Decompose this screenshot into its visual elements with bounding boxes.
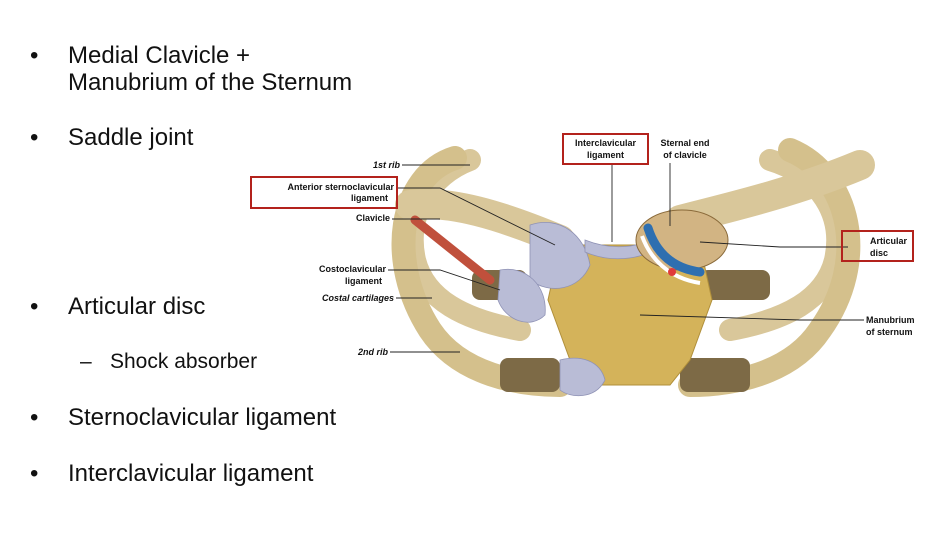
bullet-text: Articular disc [68,293,206,320]
bullet-marker: • [30,124,39,151]
label-anterior-scl-line1: Anterior sternoclavicular [287,182,394,192]
subclavius-muscle [410,215,495,285]
bullet-saddle-joint: • Saddle joint [30,124,194,151]
bullet-sternoclavicular-ligament: • Sternoclavicular ligament [30,404,337,431]
bullet-marker: • [30,460,39,487]
ligaments [497,222,666,397]
label-costoclavicular-line1: Costoclavicular [318,264,386,274]
label-costoclavicular-line2: ligament [344,276,382,286]
label-interclavicular-line1: Interclavicular [574,138,637,148]
label-anterior-scl-line2: ligament [350,193,388,203]
bullet-medial-clavicle: • Medial Clavicle + Manubrium of the Ste… [30,42,353,96]
label-manubrium-line2: of sternum [866,327,913,337]
joint-cavity [640,235,701,285]
bullet-text-line-1: Medial Clavicle + [68,42,251,69]
subbullet-shock-absorber: – Shock absorber [80,350,258,374]
leader-lines [388,163,864,353]
label-1st-rib: 1st rib [372,160,400,170]
highlight-box-articular-disc [841,230,914,262]
bullet-text: Interclavicular ligament [68,460,314,487]
left-cartilage-lower [500,358,560,392]
bullet-text: Sternoclavicular ligament [68,404,337,431]
label-costal-cartilages: Costal cartilages [321,293,394,303]
bullet-text: Saddle joint [68,124,194,151]
bullet-interclavicular-ligament: • Interclavicular ligament [30,460,314,487]
subbullet-text: Shock absorber [110,350,258,373]
articular-disc [643,223,705,277]
label-sternal-end-line2: of clavicle [663,150,707,160]
label-sternal-end-line1: Sternal end [660,138,710,148]
disc-highlight-dot [668,268,676,276]
bullet-marker: • [30,404,39,431]
label-articular-disc-line2: disc [870,248,889,258]
label-articular-disc-line1: Articular [870,236,908,246]
highlight-box-anterior-scl [250,176,398,209]
label-clavicle: Clavicle [355,213,390,223]
bullet-articular-disc: • Articular disc [30,293,206,320]
subbullet-marker: – [80,350,92,373]
costoclavicular-ligament [497,268,546,323]
anterior-sternoclavicular-ligament [529,222,591,289]
right-cartilage-upper [700,270,770,300]
right-cartilage-lower [680,358,750,392]
label-interclavicular-line2: ligament [586,150,624,160]
label-manubrium-line1: Manubrium [866,315,915,325]
clavicle-cross-section [635,209,729,285]
label-2nd-rib: 2nd rib [357,347,388,357]
bullet-marker: • [30,42,39,69]
bullet-marker: • [30,293,39,320]
costal-ligament-lower [559,357,606,397]
highlight-box-interclavicular [562,133,649,165]
bullet-text-line-2: Manubrium of the Sternum [68,69,353,96]
